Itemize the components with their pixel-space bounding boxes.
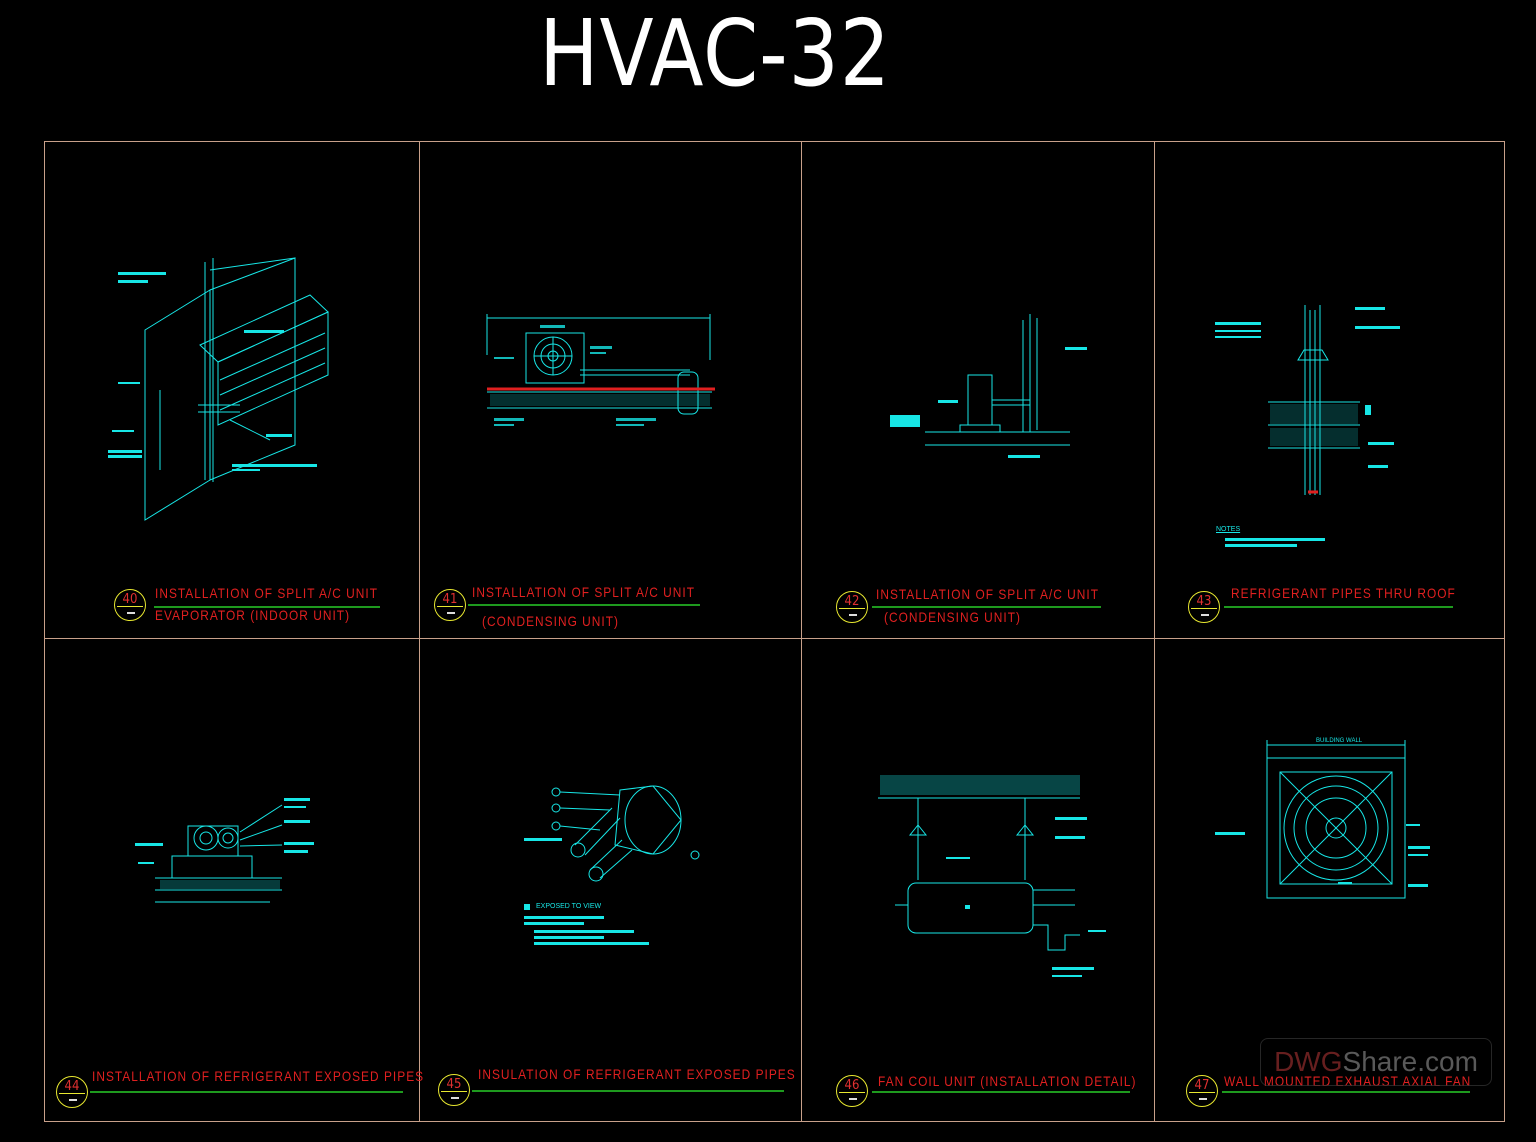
drawing-44	[155, 804, 283, 903]
drawing-41	[486, 314, 712, 415]
detail-number-badge: 45	[438, 1074, 470, 1106]
caption-45: 45 INSULATION OF REFRIGERANT EXPOSED PIP…	[438, 1066, 798, 1114]
caption-40: 40 INSTALLATION OF SPLIT A/C UNIT EVAPOR…	[114, 585, 384, 629]
caption-underline	[472, 1090, 784, 1092]
caption-underline	[90, 1091, 403, 1093]
caption-title: FAN COIL UNIT (INSTALLATION DETAIL)	[878, 1073, 1137, 1089]
caption-title: INSULATION OF REFRIGERANT EXPOSED PIPES	[478, 1066, 796, 1082]
caption-46: 46 FAN COIL UNIT (INSTALLATION DETAIL)	[836, 1073, 1137, 1115]
sheet-title: HVAC-32	[539, 0, 891, 107]
detail-cell-45	[420, 639, 802, 1121]
detail-cell-46	[802, 639, 1155, 1121]
detail-number-badge: 47	[1186, 1075, 1218, 1107]
detail-number-badge: 41	[434, 589, 466, 621]
drawing-45	[551, 785, 700, 882]
caption-title: INSTALLATION OF SPLIT A/C UNIT	[472, 584, 696, 600]
caption-underline	[872, 1091, 1130, 1093]
caption-subtitle: EVAPORATOR (INDOOR UNIT)	[155, 607, 351, 623]
caption-title: INSTALLATION OF SPLIT A/C UNIT	[876, 586, 1100, 602]
detail-cell-43	[1155, 142, 1504, 639]
detail-number-badge: 43	[1188, 591, 1220, 623]
caption-41: 41 INSTALLATION OF SPLIT A/C UNIT (CONDE…	[434, 584, 704, 629]
caption-title: INSTALLATION OF SPLIT A/C UNIT	[155, 585, 379, 601]
caption-43: 43 REFRIGERANT PIPES THRU ROOF	[1188, 585, 1458, 631]
detail-cell-40	[45, 142, 420, 639]
drawing-43	[1268, 305, 1360, 495]
caption-underline	[1222, 1091, 1470, 1093]
caption-underline	[1224, 606, 1453, 608]
notes-label-47: BUILDING WALL	[1316, 738, 1363, 744]
drawing-40	[144, 257, 329, 521]
caption-underline	[872, 606, 1101, 608]
caption-underline	[154, 606, 380, 608]
caption-42: 42 INSTALLATION OF SPLIT A/C UNIT (CONDE…	[836, 586, 1106, 631]
dwgshare-watermark-logo: DWGShare.com	[1260, 1038, 1492, 1086]
caption-underline	[468, 604, 700, 606]
caption-subtitle: (CONDENSING UNIT)	[884, 609, 1022, 625]
detail-number-badge: 46	[836, 1075, 868, 1107]
drawing-47	[1266, 740, 1406, 899]
drawing-46	[878, 797, 1080, 951]
detail-cell-44	[45, 639, 420, 1121]
detail-cell-41	[420, 142, 802, 639]
drawing-42	[925, 314, 1070, 446]
detail-number-badge: 40	[114, 589, 146, 621]
detail-number-badge: 44	[56, 1076, 88, 1108]
caption-44: 44 INSTALLATION OF REFRIGERANT EXPOSED P…	[56, 1068, 423, 1116]
caption-subtitle: (CONDENSING UNIT)	[482, 613, 620, 629]
caption-title: INSTALLATION OF REFRIGERANT EXPOSED PIPE…	[92, 1068, 425, 1084]
notes-label-43: NOTES	[1216, 526, 1241, 533]
notes-label-45: EXPOSED TO VIEW	[536, 903, 602, 910]
sheet-frame	[44, 141, 1505, 1122]
detail-number-badge: 42	[836, 591, 868, 623]
detail-cell-42	[802, 142, 1155, 639]
caption-title: REFRIGERANT PIPES THRU ROOF	[1231, 585, 1456, 601]
